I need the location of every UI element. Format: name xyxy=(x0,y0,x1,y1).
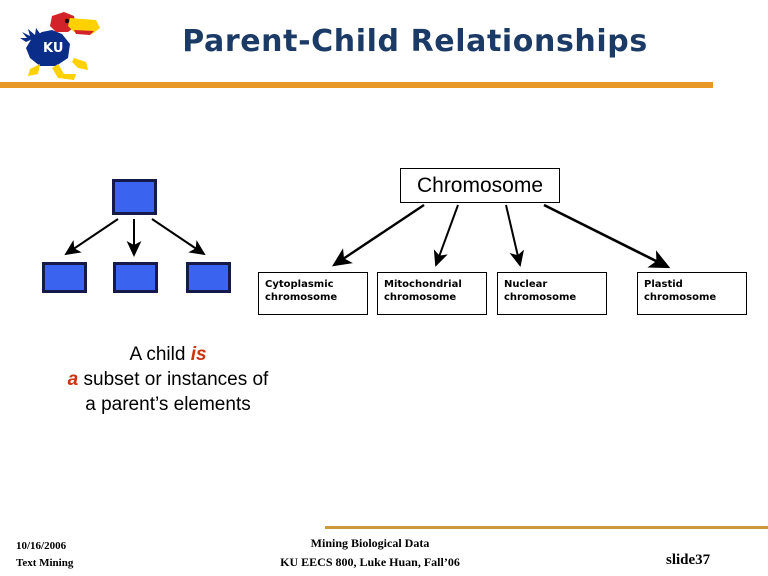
ku-logo-text: KU xyxy=(43,41,63,56)
caption-line-3: a parent’s elements xyxy=(85,394,251,415)
slide-header: KU Parent-Child Relationships xyxy=(0,0,768,92)
generic-arrow-1 xyxy=(64,218,119,256)
chromosome-child-plastid-line2: chromosome xyxy=(644,292,717,303)
chromosome-arrow-plastid xyxy=(543,203,671,269)
caption-line2-text: subset or instances of xyxy=(78,369,269,390)
page-title: Parent-Child Relationships xyxy=(182,24,648,59)
caption-line-1: A child is xyxy=(18,342,318,367)
footer-left-block: 10/16/2006 Text Mining xyxy=(16,538,73,572)
footer-divider xyxy=(325,526,768,529)
caption-text: A child is a subset or instances of a pa… xyxy=(18,342,318,417)
caption-line1-accent: is xyxy=(190,344,207,365)
caption-line1-text: A child xyxy=(129,344,191,365)
chromosome-child-nuclear-line2: chromosome xyxy=(504,292,577,303)
chromosome-child-cytoplasmic-line1: Cytoplasmic xyxy=(265,279,334,290)
chromosome-child-plastid-line1: Plastid xyxy=(644,279,683,290)
footer-date: 10/16/2006 xyxy=(16,540,67,552)
header-divider xyxy=(0,82,713,88)
footer-topic: Text Mining xyxy=(16,557,74,569)
chromosome-child-box-cytoplasmic: Cytoplasmic chromosome xyxy=(258,272,368,315)
slide-number: slide37 xyxy=(666,552,711,568)
footer-center-block: Mining Biological Data KU EECS 800, Luke… xyxy=(200,534,540,572)
ku-jayhawk-logo-icon: KU xyxy=(18,8,104,80)
chromosome-child-nuclear-line1: Nuclear xyxy=(504,279,548,290)
caption-line-2: a subset or instances of xyxy=(18,367,318,392)
footer-center-line-1: Mining Biological Data xyxy=(310,536,430,550)
chromosome-arrow-mitochondrial xyxy=(433,204,459,267)
chromosome-child-mitochondrial-line1: Mitochondrial xyxy=(384,279,462,290)
generic-child-box-2 xyxy=(113,262,158,293)
generic-child-box-3 xyxy=(186,262,231,293)
chromosome-child-box-plastid: Plastid chromosome xyxy=(637,272,747,315)
generic-arrow-3 xyxy=(151,218,206,256)
chromosome-child-box-mitochondrial: Mitochondrial chromosome xyxy=(377,272,487,315)
chromosome-arrow-nuclear xyxy=(505,204,525,267)
chromosome-child-box-nuclear: Nuclear chromosome xyxy=(497,272,607,315)
generic-child-box-1 xyxy=(42,262,87,293)
chromosome-arrow-cytoplasmic xyxy=(332,204,425,267)
chromosome-child-mitochondrial-line2: chromosome xyxy=(384,292,457,303)
caption-line2-accent: a xyxy=(67,369,79,390)
chromosome-child-cytoplasmic-line2: chromosome xyxy=(265,292,338,303)
footer-center-line-2: KU EECS 800, Luke Huan, Fall’06 xyxy=(280,555,460,569)
generic-parent-box xyxy=(112,179,157,215)
chromosome-parent-box: Chromosome xyxy=(400,168,560,203)
